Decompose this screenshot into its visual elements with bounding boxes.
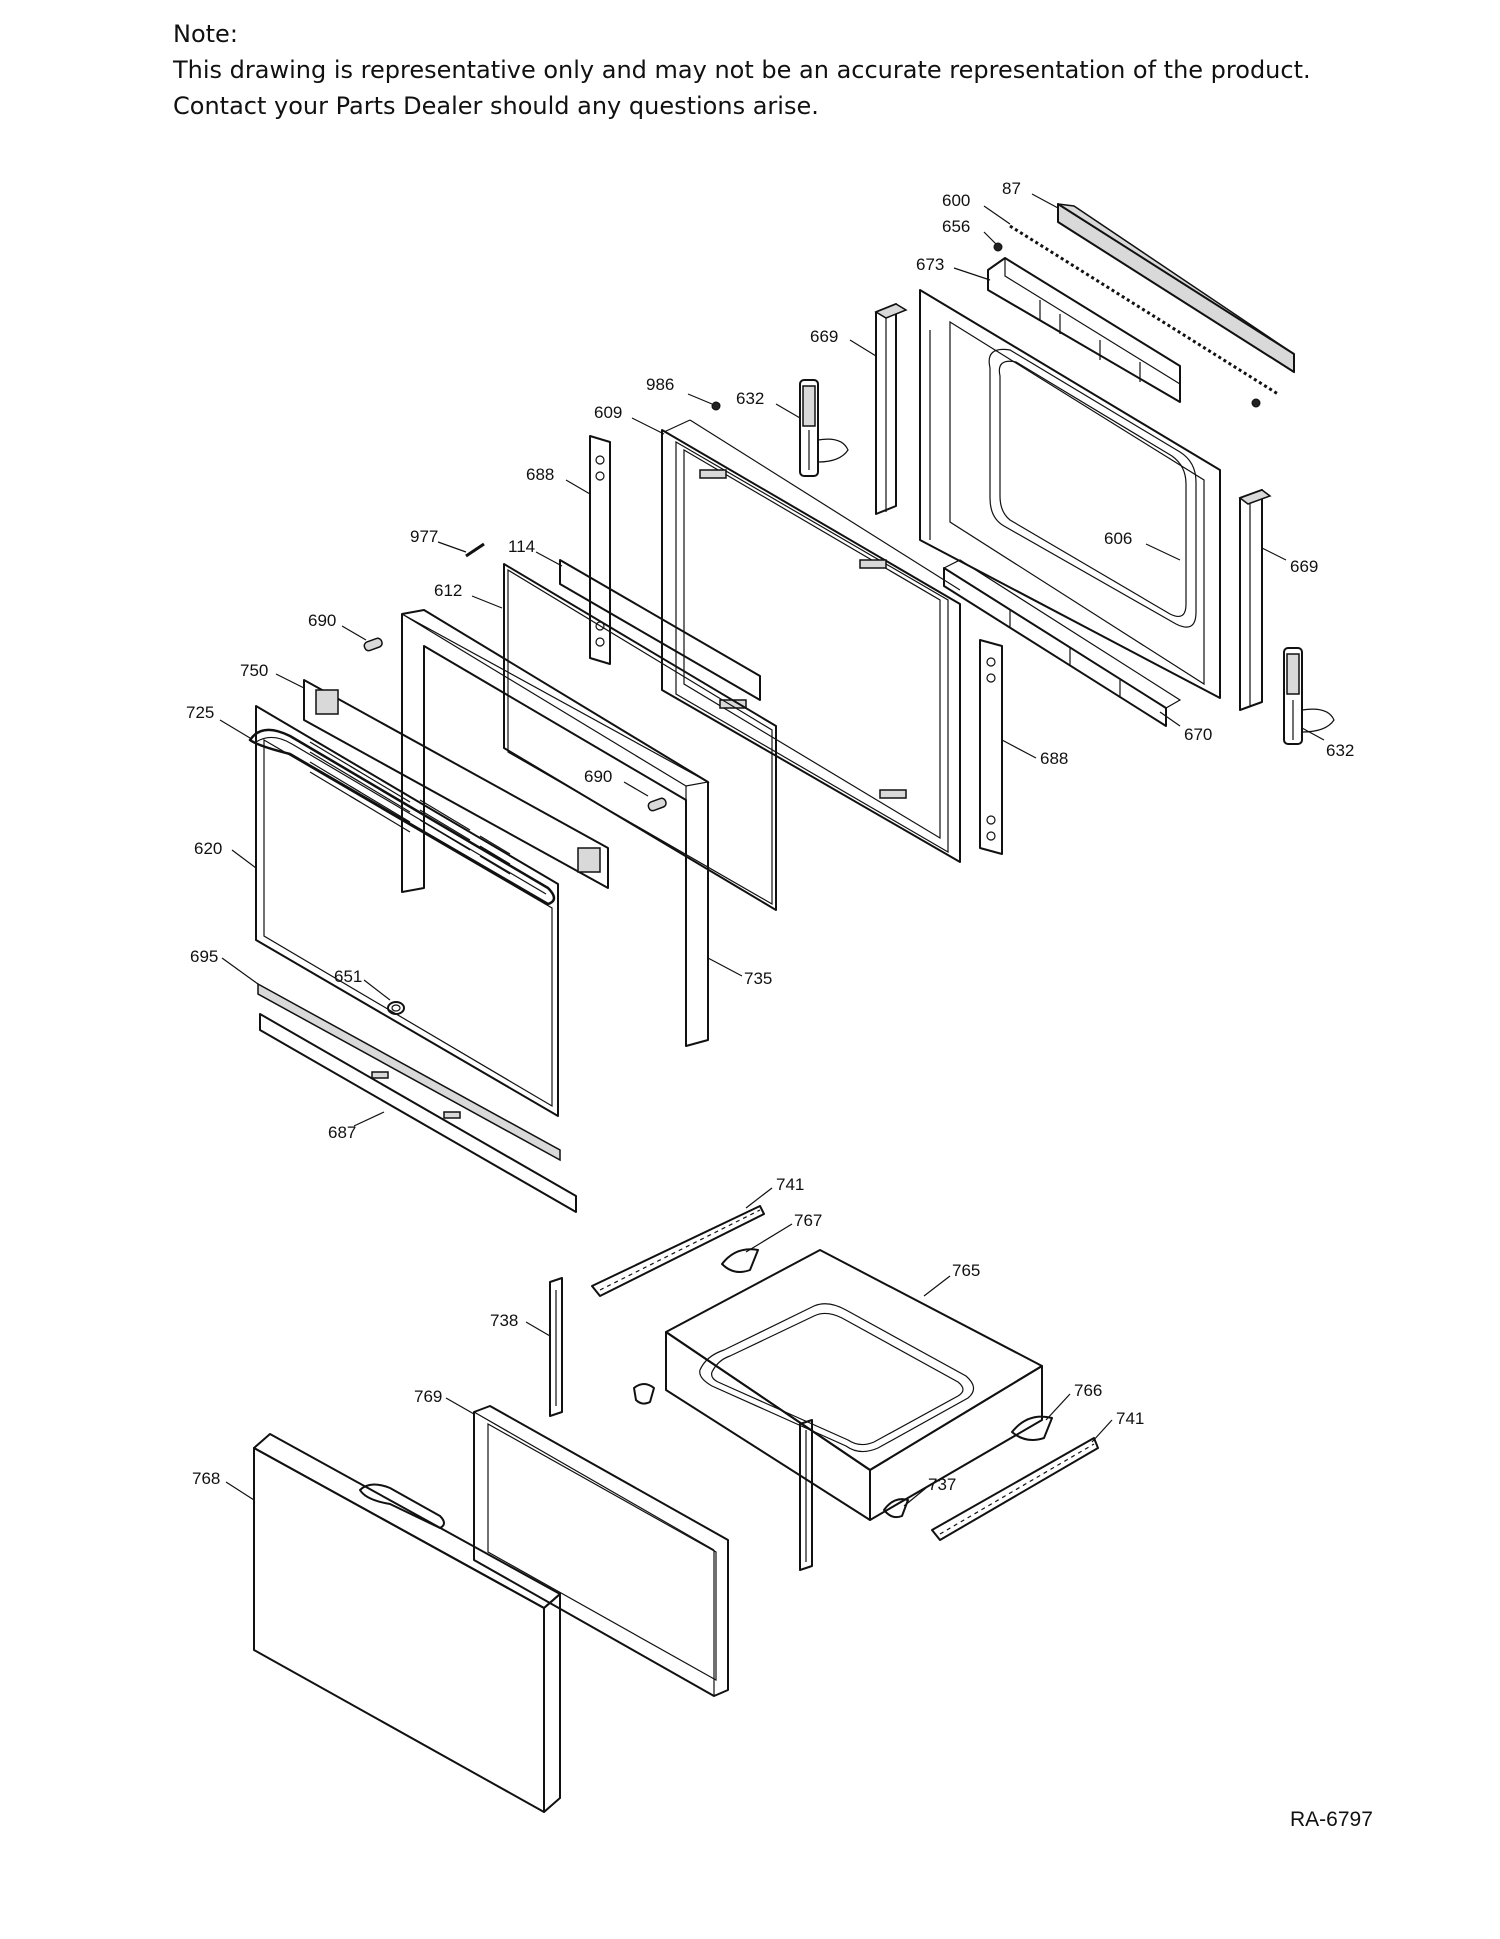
- part-669-insulation-strip: [874, 303, 908, 515]
- callout-609: 609: [594, 403, 622, 422]
- callout-750: 750: [240, 661, 268, 680]
- callout-651: 651: [334, 967, 362, 986]
- callout-669: 669: [810, 327, 838, 346]
- callout-986: 986: [646, 375, 674, 394]
- part-688-side-panel: [589, 435, 611, 665]
- part-632-hinge: [799, 379, 849, 477]
- part-87-vent-trim: [1057, 203, 1295, 374]
- part-drawer-clip: [633, 1383, 655, 1405]
- disclaimer-note: Note: This drawing is representative onl…: [173, 16, 1473, 124]
- callout-738: 738: [490, 1311, 518, 1330]
- part-609-door-frame: [661, 419, 961, 863]
- callout-labels: 87 600 656 673 669 986 632 609 688 977 1…: [186, 179, 1354, 1494]
- callout-632-2: 632: [1326, 741, 1354, 760]
- callout-741-2: 741: [1116, 1409, 1144, 1428]
- part-690-spacer-2: [647, 797, 667, 812]
- part-606-inner-door: [919, 289, 1221, 699]
- leader-lines: [219, 193, 1325, 1507]
- part-114-strip: [559, 559, 761, 701]
- part-750-vent-bracket: [303, 679, 609, 889]
- callout-690: 690: [308, 611, 336, 630]
- callout-669-2: 669: [1290, 557, 1318, 576]
- part-651-badge: [387, 1001, 405, 1015]
- part-600-door-seal: [1009, 224, 1279, 396]
- part-766-glide: [1011, 1415, 1053, 1441]
- part-741-drawer-slide: [591, 1205, 765, 1297]
- callout-695: 695: [190, 947, 218, 966]
- part-767-glide: [721, 1248, 759, 1273]
- part-656-screw: [993, 242, 1003, 252]
- callout-765: 765: [952, 1261, 980, 1280]
- part-612-glass: [503, 563, 777, 911]
- note-line-2: Contact your Parts Dealer should any que…: [173, 92, 819, 120]
- callout-977: 977: [410, 527, 438, 546]
- callout-766: 766: [1074, 1381, 1102, 1400]
- part-620-outer-door: [255, 705, 559, 1117]
- note-title: Note:: [173, 20, 238, 48]
- part-632-hinge-2: [1283, 647, 1335, 745]
- callout-606: 606: [1104, 529, 1132, 548]
- part-738-drawer-bracket: [549, 1277, 563, 1417]
- part-690-spacer: [363, 637, 383, 652]
- part-735-side-trim: [401, 609, 710, 1047]
- callout-735: 735: [744, 969, 772, 988]
- callout-600: 600: [942, 191, 970, 210]
- callout-737: 737: [928, 1475, 956, 1494]
- part-725-handle: [248, 728, 556, 906]
- callout-670: 670: [1184, 725, 1212, 744]
- callout-725: 725: [186, 703, 214, 722]
- callout-632: 632: [736, 389, 764, 408]
- part-656-screw-2: [1251, 398, 1261, 408]
- part-687-lower-vent: [259, 1013, 577, 1213]
- part-741-drawer-slide-2: [931, 1437, 1099, 1541]
- part-737-glide: [883, 1498, 909, 1519]
- part-695-bottom-trim: [257, 982, 561, 1162]
- callout-656: 656: [942, 217, 970, 236]
- callout-741: 741: [776, 1175, 804, 1194]
- callout-687: 687: [328, 1123, 356, 1142]
- part-977-screw: [465, 542, 485, 558]
- callout-612: 612: [434, 581, 462, 600]
- part-688-side-panel-2: [979, 639, 1003, 855]
- part-769-drawer-frame: [473, 1405, 729, 1697]
- part-765-drawer-body: [665, 1249, 1043, 1521]
- part-738-drawer-bracket-2: [799, 1419, 813, 1571]
- part-669-insulation-strip-2: [1238, 489, 1272, 711]
- callout-767: 767: [794, 1211, 822, 1230]
- note-line-1: This drawing is representative only and …: [173, 56, 1311, 84]
- callout-768: 768: [192, 1469, 220, 1488]
- callout-114: 114: [508, 537, 535, 556]
- callout-688: 688: [526, 465, 554, 484]
- part-673-insulation: [987, 257, 1181, 403]
- callout-620: 620: [194, 839, 222, 858]
- part-986-screw: [711, 401, 721, 411]
- callout-673: 673: [916, 255, 944, 274]
- callout-87: 87: [1002, 179, 1021, 198]
- part-670-insulation: [942, 559, 1182, 727]
- callout-769: 769: [414, 1387, 442, 1406]
- drawing-number: RA-6797: [1290, 1808, 1373, 1831]
- callout-688-2: 688: [1040, 749, 1068, 768]
- callout-690-2: 690: [584, 767, 612, 786]
- part-768-drawer-front: [253, 1433, 561, 1813]
